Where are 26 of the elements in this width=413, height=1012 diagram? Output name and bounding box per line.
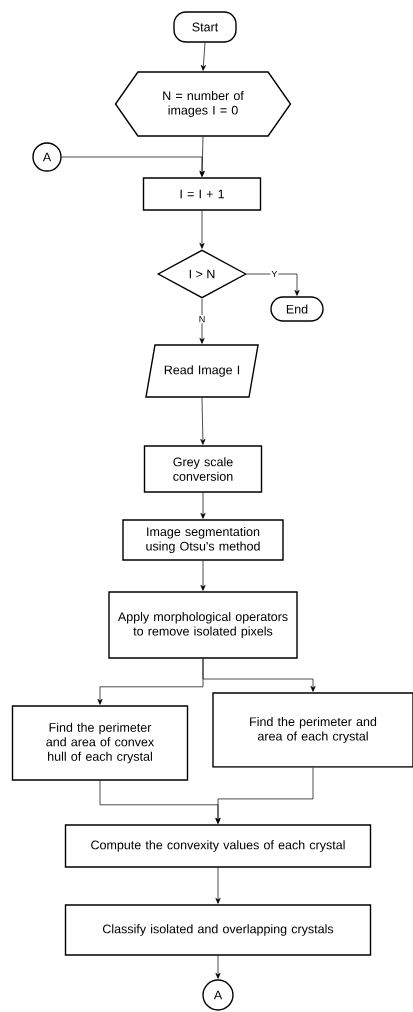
terminal-box: End: [270, 296, 324, 322]
edge-label: Y: [270, 269, 279, 279]
arrow: [202, 658, 316, 692]
process-box: Grey scale conversion: [143, 445, 263, 493]
process-box: Find the perimeter and area of each crystal: [212, 692, 413, 768]
edge-label: N: [197, 315, 207, 324]
arrow: [200, 492, 206, 519]
process-box: Compute the convexity values of each crystal: [64, 824, 372, 868]
arrow: [61, 156, 205, 177]
process-box: Image segmentation using Otsu's method: [122, 519, 284, 561]
arrow: [215, 867, 221, 904]
arrow: [199, 298, 205, 344]
process-box: Apply morphological operators to remove isolated pixels: [108, 591, 298, 659]
process-box: I = I + 1: [142, 177, 262, 211]
arrow: [200, 560, 206, 591]
arrow: [200, 397, 206, 445]
terminal-box: Start: [173, 11, 237, 43]
arrow: [215, 767, 314, 824]
process-box: Classify isolated and overlapping crystals: [64, 904, 372, 956]
input-parallelogram: Read Image I: [145, 344, 259, 398]
preparation-hexagon: N = number of images I = 0: [114, 71, 292, 137]
process-box: Find the perimeter and area of convex hull of each crystal: [11, 705, 189, 781]
arrow: [215, 955, 221, 979]
arrow: [200, 42, 206, 71]
arrow: [246, 273, 300, 296]
arrow: [199, 210, 205, 249]
